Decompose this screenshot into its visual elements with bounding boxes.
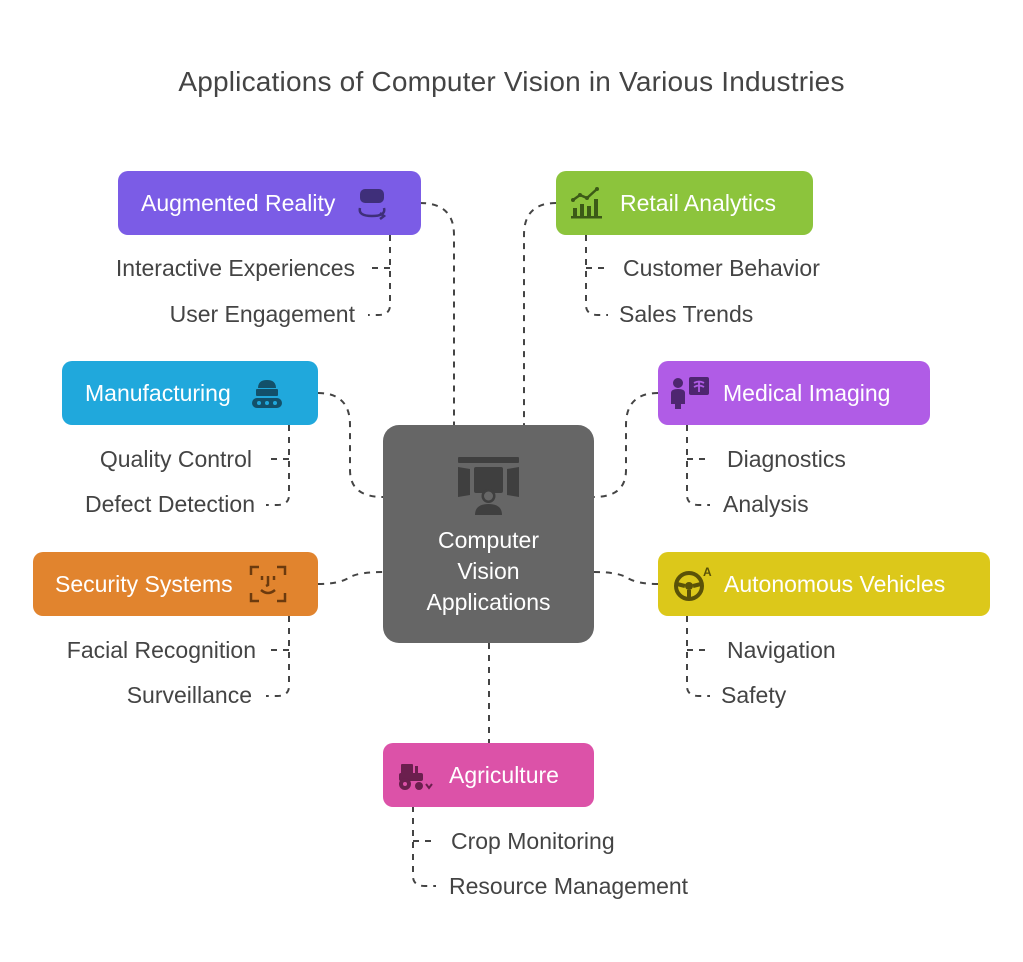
medical-imaging-node: Medical Imaging <box>658 361 930 425</box>
center-node: Computer Vision Applications <box>383 425 594 643</box>
manufacturing-item-1: Quality Control <box>99 446 252 472</box>
retail-analytics-label: Retail Analytics <box>620 189 776 216</box>
center-label-line-2: Vision <box>457 558 520 584</box>
autonomous-vehicles-item-2: Safety <box>721 682 787 708</box>
tractor-icon <box>399 764 433 790</box>
retail-analytics-node: Retail Analytics <box>556 171 813 235</box>
vr-headset-icon <box>358 189 387 220</box>
augmented-reality-node: Augmented Reality <box>118 171 421 235</box>
agriculture-item-2: Resource Management <box>449 873 689 899</box>
security-systems-label: Security Systems <box>55 570 233 597</box>
security-systems-node: Security Systems <box>33 552 318 616</box>
retail-analytics-item-1: Customer Behavior <box>623 255 820 281</box>
autonomous-vehicles-node: A Autonomous Vehicles <box>658 552 990 616</box>
manufacturing-item-2: Defect Detection <box>84 491 255 517</box>
manufacturing-label: Manufacturing <box>85 379 231 406</box>
face-scan-icon <box>249 565 286 603</box>
agriculture-node: Agriculture <box>383 743 594 807</box>
augmented-reality-item-1: Interactive Experiences <box>115 255 355 281</box>
center-label-line-1: Computer <box>438 527 539 553</box>
agriculture-label: Agriculture <box>449 761 559 788</box>
autonomous-vehicles-item-1: Navigation <box>727 637 836 663</box>
retail-analytics-item-2: Sales Trends <box>619 301 754 327</box>
medical-imaging-item-1: Diagnostics <box>727 446 846 472</box>
security-systems-item-1: Facial Recognition <box>66 637 256 663</box>
autonomous-vehicles-label: Autonomous Vehicles <box>724 570 946 597</box>
medical-imaging-item-2: Analysis <box>723 491 809 517</box>
steering-wheel-auto-icon: A <box>674 566 712 601</box>
augmented-reality-label: Augmented Reality <box>141 189 336 216</box>
bar-chart-trend-icon <box>571 187 602 219</box>
agriculture-item-1: Crop Monitoring <box>451 828 615 854</box>
augmented-reality-item-2: User Engagement <box>169 301 355 327</box>
conveyor-icon <box>251 380 282 408</box>
center-label-line-3: Applications <box>426 589 551 615</box>
doctor-xray-icon <box>671 377 709 409</box>
diagram-title: Applications of Computer Vision in Vario… <box>178 66 845 97</box>
security-systems-item-2: Surveillance <box>126 682 252 708</box>
svg-text:A: A <box>703 566 712 579</box>
computer-vision-icon <box>458 457 519 515</box>
manufacturing-node: Manufacturing <box>62 361 318 425</box>
medical-imaging-label: Medical Imaging <box>723 379 891 406</box>
